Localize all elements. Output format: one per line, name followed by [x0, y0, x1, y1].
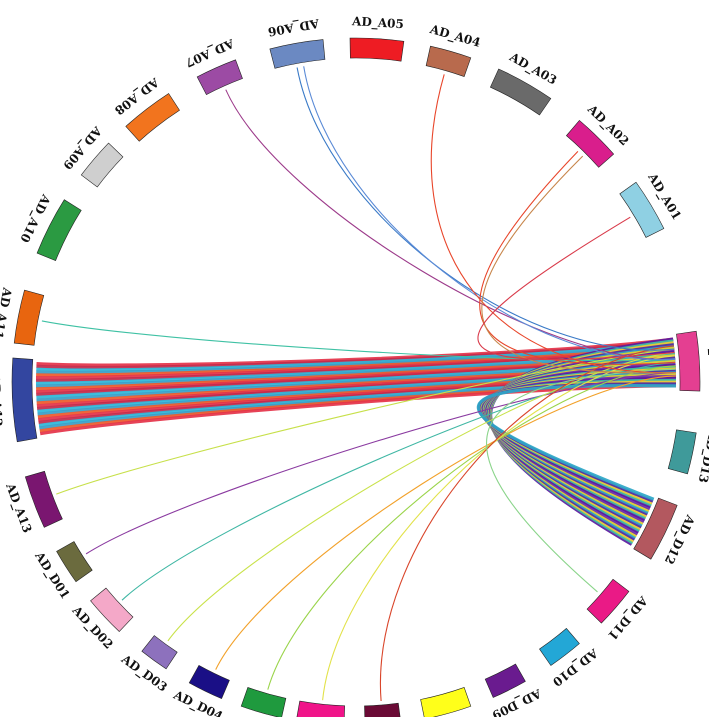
- link-a-a12-to-ad-a02: [481, 155, 676, 374]
- link-a-a12-to-ad-a12: [36, 337, 674, 367]
- segment-ad-a04: [425, 45, 472, 77]
- chromosome-segments: [11, 37, 701, 717]
- link-a-a12-to-ad-d06: [322, 355, 675, 701]
- segment-ad-a05: [349, 37, 405, 62]
- segment-a-a12: [676, 330, 701, 392]
- label-ad-a12: AD_A12: [0, 374, 5, 427]
- link-a-a12-to-ad-a11: [41, 320, 676, 362]
- link-a-a12-to-ad-a04: [430, 74, 676, 374]
- link-a-a12-to-ad-a01: [477, 216, 675, 361]
- label-ad-a04: AD_A04: [427, 22, 482, 51]
- link-a-a12-to-ad-a06: [296, 67, 675, 351]
- segment-ad-a03: [489, 68, 552, 116]
- link-a-a12-to-ad-a02: [479, 151, 676, 365]
- link-a-a12-to-ad-d01: [85, 371, 676, 555]
- segment-ad-a11: [13, 289, 45, 346]
- segment-ad-a07: [196, 59, 243, 96]
- segment-ad-d01: [56, 541, 93, 583]
- label-ad-a05: AD_A05: [351, 14, 405, 32]
- link-a-a12-to-ad-d04: [215, 375, 676, 670]
- segment-ad-d07: [364, 702, 401, 717]
- segment-ad-a09: [80, 142, 124, 188]
- segment-ad-a01: [619, 181, 665, 238]
- link-a-a12-to-ad-a12: [36, 339, 674, 370]
- segment-ad-d03: [141, 635, 178, 670]
- link-a-a12-to-ad-a06: [303, 66, 676, 361]
- label-ad-a11: AD_A11: [0, 285, 15, 340]
- link-a-a12-to-ad-d05: [267, 365, 676, 690]
- link-a-a12-to-ad-d11: [485, 368, 676, 593]
- segment-ad-d04: [188, 664, 230, 700]
- segment-ad-a02: [565, 119, 615, 168]
- link-a-a12-to-ad-d07: [379, 345, 674, 702]
- segment-ad-d08: [420, 687, 472, 717]
- segment-ad-a10: [36, 199, 82, 262]
- segment-ad-d02: [90, 587, 134, 632]
- label-ad-d13: AD_D13: [695, 428, 709, 484]
- segment-ad-d06: [296, 700, 346, 717]
- link-a-a12-to-ad-a13: [56, 348, 675, 495]
- segment-ad-a12: [11, 357, 38, 443]
- segment-ad-a13: [24, 470, 63, 528]
- segment-ad-a08: [125, 93, 180, 142]
- segment-ad-a06: [269, 39, 326, 69]
- label-ad-a06: AD_A06: [267, 15, 322, 39]
- segment-ad-d11: [586, 578, 630, 624]
- segment-ad-d09: [484, 663, 526, 698]
- segment-ad-d13: [667, 429, 697, 475]
- segment-ad-d10: [539, 627, 580, 666]
- link-a-a12-to-ad-d03: [167, 351, 675, 642]
- link-a-a12-to-ad-a07: [225, 89, 676, 360]
- segment-ad-d05: [240, 687, 287, 717]
- chord-links: [35, 66, 677, 702]
- segment-ad-d12: [633, 497, 678, 560]
